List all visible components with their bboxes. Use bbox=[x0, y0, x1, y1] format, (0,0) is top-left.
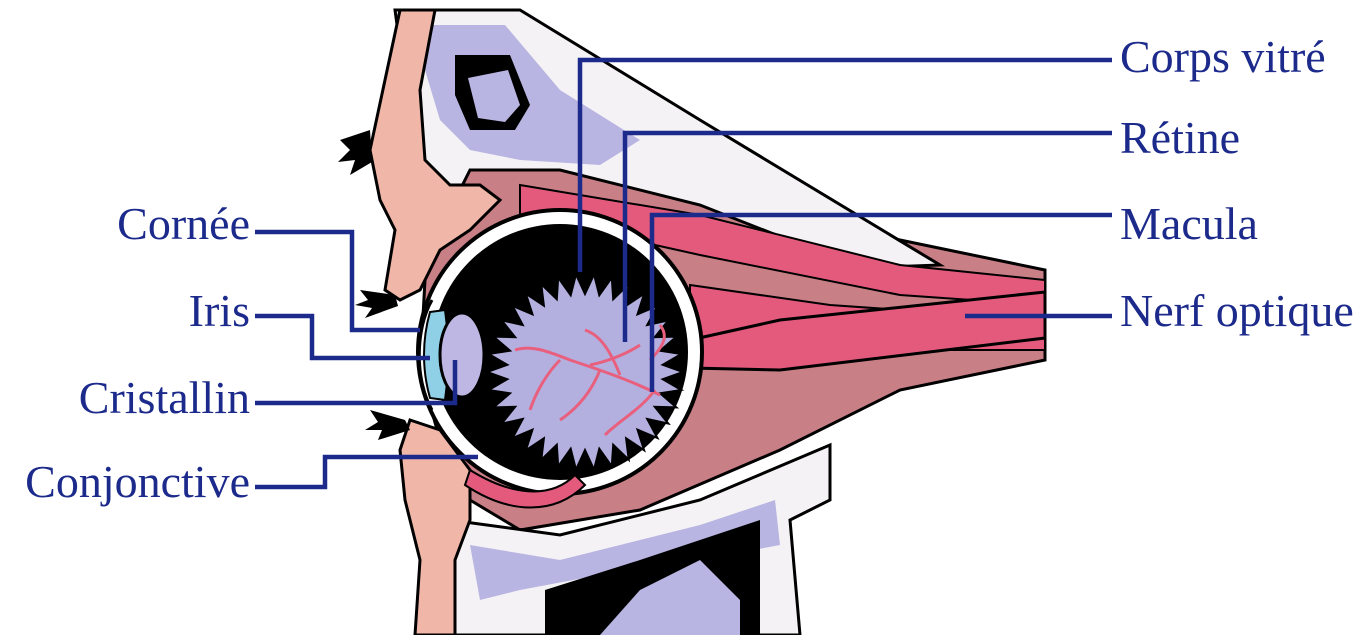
brow-lashes bbox=[338, 130, 372, 175]
label-iris: Iris bbox=[189, 285, 250, 336]
label-macula: Macula bbox=[1120, 198, 1258, 249]
label-conjonctive: Conjonctive bbox=[25, 456, 250, 507]
label-nerf-optique: Nerf optique bbox=[1120, 285, 1354, 336]
label-cristallin: Cristallin bbox=[79, 372, 250, 423]
eye-illustration bbox=[338, 10, 1045, 635]
label-cornee: Cornée bbox=[117, 198, 250, 249]
leader-line-iris bbox=[255, 316, 430, 358]
label-corps-vitre: Corps vitré bbox=[1120, 31, 1326, 82]
label-retine: Rétine bbox=[1120, 112, 1240, 163]
lens bbox=[440, 313, 484, 397]
lower-eyelash bbox=[365, 410, 410, 440]
